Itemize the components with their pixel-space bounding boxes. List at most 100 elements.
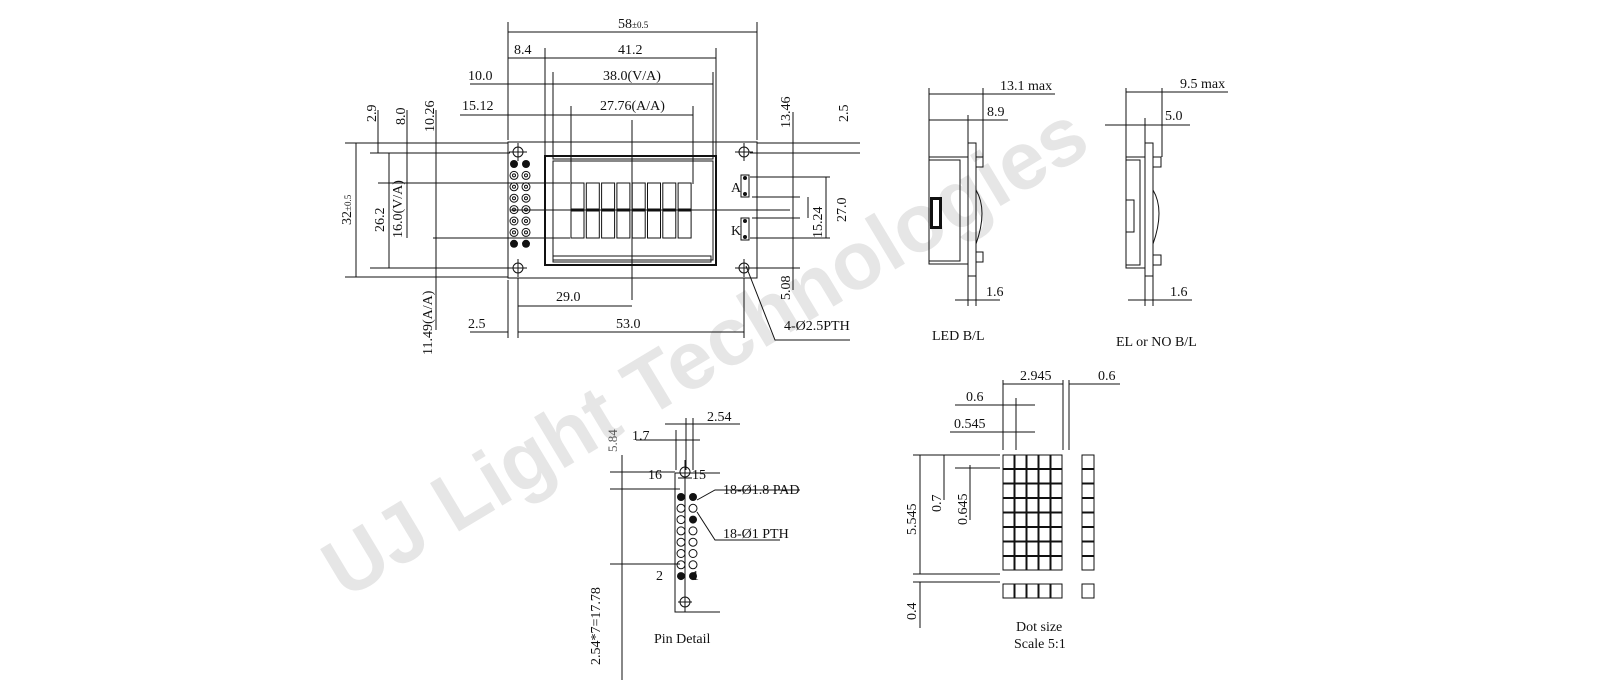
dimension-label: Dot size xyxy=(1016,620,1062,635)
dot xyxy=(1026,469,1039,484)
dimension-label: 27.0 xyxy=(835,198,850,223)
character-cell xyxy=(647,182,661,210)
dot xyxy=(1038,556,1051,571)
dimension-label: 2.54*7=17.78 xyxy=(589,587,604,665)
character-cell xyxy=(601,210,616,239)
dimension-label: 11.49(A/A) xyxy=(421,290,436,355)
cursor-dot xyxy=(1026,583,1039,599)
dimension-label: 2 xyxy=(656,569,663,584)
dot xyxy=(1026,498,1039,513)
pin-hole-center xyxy=(512,196,516,201)
character-cell xyxy=(570,210,585,239)
dimension-label: 53.0 xyxy=(616,317,641,332)
dimension-label: 10.26 xyxy=(423,101,438,133)
character-cell xyxy=(631,182,646,210)
dimension-label: 41.2 xyxy=(618,43,643,58)
dimension-label: 1.6 xyxy=(1170,285,1188,300)
label-k: K xyxy=(731,224,741,239)
pin-pad xyxy=(676,503,686,513)
character-cell xyxy=(647,210,661,239)
pin-hole xyxy=(509,182,519,192)
dot xyxy=(1081,556,1095,571)
dot xyxy=(1002,469,1015,484)
dimension-label: 8.0 xyxy=(394,108,409,126)
dimension-label: 15 xyxy=(692,468,706,483)
dimension-label: 0.6 xyxy=(1098,369,1116,384)
pin-pad xyxy=(677,572,685,581)
dimension-label: 2.5 xyxy=(837,105,852,123)
mounting-hole-crosshair xyxy=(735,143,753,161)
mounting-hole-crosshair xyxy=(509,143,527,161)
character-cell xyxy=(601,182,616,210)
dot xyxy=(1038,527,1051,542)
pin-pad xyxy=(677,493,685,501)
dot xyxy=(1050,498,1063,513)
dot xyxy=(1014,483,1027,498)
character-cell xyxy=(616,210,631,239)
dimension-label: 5.545 xyxy=(905,504,920,536)
dot xyxy=(1081,541,1095,556)
cursor-dot xyxy=(1038,583,1051,599)
dimension-label: 2.9 xyxy=(365,105,380,123)
character-cell xyxy=(585,182,600,210)
dot xyxy=(1038,483,1051,498)
pin-hole-center xyxy=(524,230,528,235)
mounting-hole-crosshair xyxy=(509,259,527,277)
character-cell xyxy=(616,182,631,210)
dimension-label: 5.0 xyxy=(1165,109,1183,124)
character-cell xyxy=(570,182,585,210)
pin-hole-center xyxy=(524,184,528,189)
pin-pad xyxy=(689,515,697,524)
dot xyxy=(1081,498,1095,513)
pin-pad xyxy=(688,537,698,547)
character-cell xyxy=(677,182,692,210)
pin-pad xyxy=(676,560,686,570)
dimension-label: 4-Ø2.5PTH xyxy=(784,319,850,334)
dot xyxy=(1038,469,1051,484)
led-backlight-side-view: 13.1 max 8.9 1.6 LED B/L xyxy=(928,79,1055,344)
cursor-dot xyxy=(1002,583,1015,599)
dot xyxy=(1014,556,1027,571)
dimension-label: ±0.5 xyxy=(343,194,353,211)
dot xyxy=(1081,454,1095,469)
pin-hole xyxy=(509,193,519,203)
pin-pad xyxy=(688,503,698,513)
dot xyxy=(1014,454,1027,469)
pin-holes xyxy=(509,160,531,248)
pin-hole xyxy=(510,160,518,168)
cursor-dot xyxy=(1081,583,1095,599)
cursor-dot xyxy=(1014,583,1027,599)
character-cell xyxy=(631,210,646,239)
dimension-label: 0.545 xyxy=(954,417,986,432)
dot xyxy=(1026,556,1039,571)
pin-hole xyxy=(509,227,519,237)
dimension-label: Pin Detail xyxy=(654,632,710,647)
pin-hole xyxy=(509,170,519,180)
dimension-label: 58 xyxy=(618,17,632,32)
dimension-label: 2.54 xyxy=(707,410,732,425)
pin-hole-center xyxy=(512,184,516,189)
dimension-label: Scale 5:1 xyxy=(1014,637,1066,652)
dimension-label: 16.0(V/A) xyxy=(391,180,406,238)
dot xyxy=(1038,541,1051,556)
dot xyxy=(1026,483,1039,498)
dimension-label: 1.6 xyxy=(986,285,1004,300)
dimension-label: 18-Ø1.8 PAD xyxy=(723,483,800,498)
dot xyxy=(1002,541,1015,556)
pin-hole-center xyxy=(524,196,528,201)
pin-hole-center xyxy=(512,173,516,178)
dimension-label: 38.0(V/A) xyxy=(603,69,661,84)
dot xyxy=(1014,541,1027,556)
character-cell xyxy=(662,182,677,210)
mounting-holes xyxy=(509,143,753,277)
dimension-label: 5.84 xyxy=(605,429,620,452)
dot xyxy=(1081,469,1095,484)
dot xyxy=(1014,498,1027,513)
pin-hole-center xyxy=(524,173,528,178)
dimension-label: 0.4 xyxy=(905,603,920,621)
dimension-label: 2.945 xyxy=(1020,369,1052,384)
pin-hole xyxy=(522,160,530,168)
dimension-label: ±0.5 xyxy=(632,20,649,30)
dimension-label: EL or NO B/L xyxy=(1116,335,1197,350)
